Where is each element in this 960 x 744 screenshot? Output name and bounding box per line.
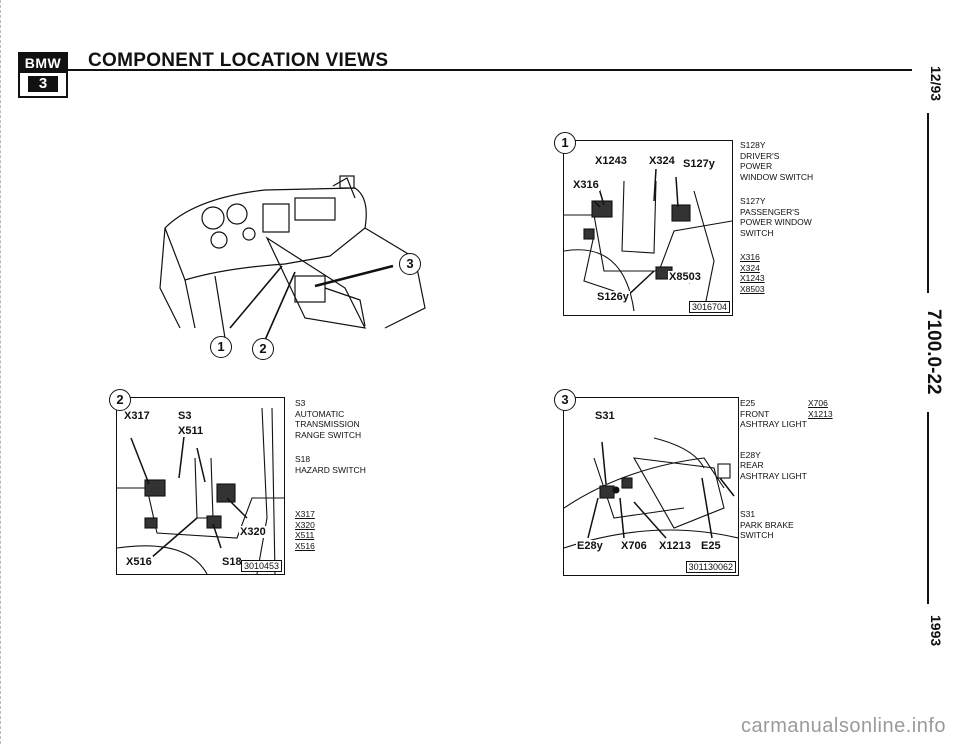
legend-s127y-line3: SWITCH bbox=[740, 227, 774, 238]
overview-callout-3: 3 bbox=[399, 253, 421, 275]
legend-connector-x8503: X8503 bbox=[740, 283, 765, 294]
legend-s3-line2: TRANSMISSION bbox=[295, 419, 360, 429]
side-rule-1 bbox=[927, 113, 929, 293]
fig1-label-x316: X316 bbox=[572, 179, 600, 191]
legend-s127y-line2: POWER WINDOW bbox=[740, 217, 812, 227]
fig2-label-x317: X317 bbox=[123, 410, 151, 422]
fig1-label-x1243: X1243 bbox=[594, 155, 628, 167]
figure-2-legend: S3 AUTOMATIC TRANSMISSION RANGE SWITCH S… bbox=[295, 398, 405, 551]
legend-s128y-code: S128y bbox=[740, 140, 766, 150]
legend-e28y: E28y REAR ASHTRAY LIGHT bbox=[740, 450, 850, 482]
leader-line-1 bbox=[229, 265, 283, 329]
side-rule-2 bbox=[927, 412, 929, 604]
legend-s128y-line1: DRIVER'S bbox=[740, 150, 780, 161]
legend-connector-x320: X320 bbox=[295, 519, 315, 530]
legend-s3-code: S3 bbox=[295, 398, 306, 408]
bmw-logo: BMW 3 bbox=[18, 52, 68, 98]
legend-s127y: S127y PASSENGER'S POWER WINDOW SWITCH bbox=[740, 196, 850, 238]
legend-connector-x1243: X1243 bbox=[740, 273, 765, 283]
legend-s3-line1: AUTOMATIC bbox=[295, 408, 345, 419]
legend-s31-line1: PARK BRAKE bbox=[740, 519, 794, 530]
fig2-label-x516: X516 bbox=[125, 556, 153, 568]
legend-e28y-line1: REAR bbox=[740, 460, 764, 470]
legend-e25-code: E25 bbox=[740, 398, 756, 408]
fig1-label-s126y: S126y bbox=[596, 291, 630, 303]
logo-model: 3 bbox=[28, 76, 58, 92]
dashboard-drawing bbox=[159, 175, 426, 341]
fig1-label-x8503: X8503 bbox=[668, 271, 702, 283]
legend-connectors: X316 X324 X1243 X8503 bbox=[740, 252, 850, 294]
overview-illustration: 1 2 3 bbox=[155, 168, 440, 368]
legend-e25-line1: FRONT bbox=[740, 408, 770, 419]
figure-3-number: 3 bbox=[554, 389, 576, 411]
legend-connectors-2: X317 X320 X511 X516 bbox=[295, 509, 405, 551]
fig1-label-x324: X324 bbox=[648, 155, 676, 167]
legend-e25: E25 FRONT ASHTRAY LIGHT bbox=[740, 398, 850, 430]
fig2-reference-number: 3010453 bbox=[240, 560, 282, 572]
fig1-reference-number: 3016704 bbox=[688, 301, 730, 313]
legend-e25-line2: ASHTRAY LIGHT bbox=[740, 419, 807, 429]
figure-1-drawing bbox=[564, 168, 732, 312]
legend-s128y-line2: POWER bbox=[740, 161, 773, 171]
fig3-label-e25: E25 bbox=[700, 540, 722, 552]
legend-s31-code: S31 bbox=[740, 509, 756, 519]
fig3-label-x1213: X1213 bbox=[658, 540, 692, 552]
overview-callout-1: 1 bbox=[210, 336, 232, 358]
figure-1-legend: S128y DRIVER'S POWER WINDOW SWITCH S127y… bbox=[740, 140, 850, 294]
legend-s128y-line3: WINDOW SWITCH bbox=[740, 171, 814, 182]
legend-s127y-code: S127y bbox=[740, 196, 766, 206]
leader-line-3 bbox=[314, 264, 394, 288]
page-edge-line bbox=[0, 0, 1, 744]
legend-s18-code: S18 bbox=[295, 454, 311, 464]
legend-s3: S3 AUTOMATIC TRANSMISSION RANGE SWITCH bbox=[295, 398, 405, 440]
fig2-label-x511: X511 bbox=[177, 425, 205, 437]
figure-3-connectors: X706 X1213 bbox=[808, 398, 858, 419]
fig3-label-e28y: E28y bbox=[576, 540, 604, 552]
legend-e28y-line2: ASHTRAY LIGHT bbox=[740, 470, 807, 481]
logo-brand: BMW bbox=[20, 54, 66, 73]
fig3-label-s31: S31 bbox=[594, 410, 616, 422]
figure-3-legend: E25 FRONT ASHTRAY LIGHT E28y REAR ASHTRA… bbox=[740, 398, 850, 550]
header-rule bbox=[66, 69, 912, 71]
legend-connector-x324: X324 bbox=[740, 262, 760, 273]
legend-connector-x706: X706 bbox=[808, 398, 828, 408]
legend-e28y-code: E28y bbox=[740, 449, 761, 460]
figure-1-number: 1 bbox=[554, 132, 576, 154]
fig2-label-s3: S3 bbox=[177, 410, 193, 422]
fig1-label-s127y: S127y bbox=[682, 158, 716, 170]
fig2-label-s18: S18 bbox=[221, 556, 243, 568]
date-code: 12/93 bbox=[928, 66, 944, 102]
figure-3-drawing bbox=[564, 437, 738, 549]
legend-s31: S31 PARK BRAKE SWITCH bbox=[740, 509, 850, 541]
model-year: 1993 bbox=[928, 615, 944, 647]
legend-s18-line1: HAZARD SWITCH bbox=[295, 464, 366, 475]
fig3-reference-number: 301130062 bbox=[685, 561, 736, 573]
legend-connector-x516: X516 bbox=[295, 540, 315, 551]
legend-connector-x1213: X1213 bbox=[808, 408, 833, 419]
section-number: 7100.0-22 bbox=[923, 309, 944, 395]
fig3-label-x706: X706 bbox=[620, 540, 648, 552]
legend-s128y: S128y DRIVER'S POWER WINDOW SWITCH bbox=[740, 140, 850, 182]
overview-callout-2: 2 bbox=[252, 338, 274, 360]
legend-s3-line3: RANGE SWITCH bbox=[295, 429, 362, 440]
figure-2-number: 2 bbox=[109, 389, 131, 411]
figure-1-image: X1243 X324 S127y X316 X8503 S126y 301670… bbox=[563, 140, 733, 316]
watermark: carmanualsonline.info bbox=[740, 715, 946, 737]
legend-s18: S18 HAZARD SWITCH bbox=[295, 454, 405, 475]
legend-connector-x511: X511 bbox=[295, 530, 315, 540]
leader-line-2 bbox=[264, 271, 296, 341]
fig2-label-x320: X320 bbox=[239, 526, 267, 538]
figure-3-image: S31 E28y X706 X1213 E25 301130062 bbox=[563, 397, 739, 576]
legend-s127y-line1: PASSENGER'S bbox=[740, 206, 800, 217]
legend-s31-line2: SWITCH bbox=[740, 530, 774, 540]
figure-2-image: X317 S3 X511 X320 X516 S18 3010453 bbox=[116, 397, 285, 575]
legend-connector-x316: X316 bbox=[740, 252, 760, 262]
page-title: COMPONENT LOCATION VIEWS bbox=[88, 50, 389, 71]
legend-connector-x317: X317 bbox=[295, 509, 315, 519]
figure-2-drawing bbox=[117, 407, 284, 574]
